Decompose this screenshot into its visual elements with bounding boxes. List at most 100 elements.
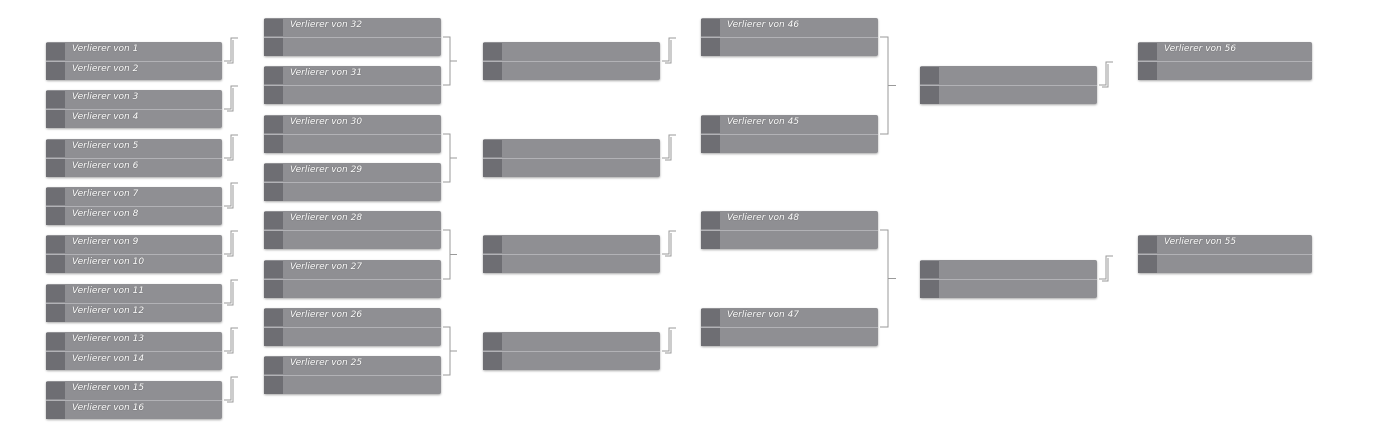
match-slot[interactable]: Verlierer von 56 [1138, 42, 1312, 61]
match-slot[interactable] [1138, 254, 1312, 274]
match-slot[interactable]: Verlierer von 6 [46, 158, 222, 178]
match-slot[interactable]: Verlierer von 26 [264, 308, 441, 327]
connector-line [1102, 258, 1109, 282]
match-slot[interactable]: Verlierer von 46 [701, 18, 878, 37]
match-slot[interactable]: Verlierer von 31 [264, 66, 441, 85]
match-box[interactable]: Verlierer von 29 [264, 163, 441, 201]
match-box[interactable] [483, 235, 660, 273]
match-slot[interactable]: Verlierer von 55 [1138, 235, 1312, 254]
match-box[interactable]: Verlierer von 55 [1138, 235, 1312, 273]
match-slot[interactable]: Verlierer von 13 [46, 332, 222, 351]
match-slot[interactable] [483, 235, 660, 254]
match-box[interactable]: Verlierer von 45 [701, 115, 878, 153]
match-slot[interactable] [483, 42, 660, 61]
match-box[interactable]: Verlierer von 48 [701, 211, 878, 249]
match-slot[interactable]: Verlierer von 28 [264, 211, 441, 230]
match-box[interactable]: Verlierer von 46 [701, 18, 878, 56]
match-slot[interactable] [1138, 61, 1312, 81]
team-name: Verlierer von 47 [727, 310, 800, 320]
match-slot[interactable] [483, 351, 660, 371]
team-name: Verlierer von 30 [290, 117, 363, 127]
match-slot[interactable] [701, 37, 878, 57]
match-slot[interactable]: Verlierer von 1 [46, 42, 222, 61]
match-slot[interactable]: Verlierer von 10 [46, 254, 222, 274]
match-slot[interactable]: Verlierer von 9 [46, 235, 222, 254]
match-box[interactable]: Verlierer von 56 [1138, 42, 1312, 80]
match-box[interactable] [920, 66, 1097, 104]
match-box[interactable] [483, 139, 660, 177]
match-slot[interactable]: Verlierer von 27 [264, 260, 441, 279]
match-slot[interactable]: Verlierer von 48 [701, 211, 878, 230]
match-slot[interactable]: Verlierer von 45 [701, 115, 878, 134]
connector-line [880, 36, 889, 135]
match-slot[interactable]: Verlierer von 15 [46, 381, 222, 400]
match-box[interactable]: Verlierer von 31 [264, 66, 441, 104]
match-slot[interactable] [264, 279, 441, 299]
match-slot[interactable] [264, 134, 441, 154]
match-slot[interactable] [264, 327, 441, 347]
match-slot[interactable]: Verlierer von 2 [46, 61, 222, 81]
match-slot[interactable]: Verlierer von 4 [46, 109, 222, 129]
seed-box [483, 62, 502, 80]
seed-box [264, 183, 283, 201]
match-slot[interactable] [483, 254, 660, 274]
match-box[interactable]: Verlierer von 32 [264, 18, 441, 56]
match-box[interactable]: Verlierer von 28 [264, 211, 441, 249]
match-slot[interactable] [264, 37, 441, 57]
match-slot[interactable] [264, 230, 441, 250]
match-box[interactable] [483, 42, 660, 80]
match-slot[interactable] [483, 139, 660, 158]
match-slot[interactable] [483, 61, 660, 81]
match-box[interactable]: Verlierer von 25 [264, 356, 441, 394]
match-slot[interactable] [264, 85, 441, 105]
match-slot[interactable] [264, 375, 441, 395]
seed-box [483, 352, 502, 370]
seed-box [46, 188, 65, 205]
connector-line [224, 376, 238, 401]
match-slot[interactable]: Verlierer von 30 [264, 115, 441, 134]
seed-box [264, 376, 283, 394]
match-box[interactable]: Verlierer von 27 [264, 260, 441, 298]
match-slot[interactable]: Verlierer von 3 [46, 90, 222, 109]
seed-box [264, 135, 283, 153]
match-slot[interactable]: Verlierer von 14 [46, 351, 222, 371]
seed-box [483, 236, 502, 253]
match-slot[interactable] [483, 332, 660, 351]
match-slot[interactable]: Verlierer von 11 [46, 284, 222, 303]
match-box[interactable]: Verlierer von 47 [701, 308, 878, 346]
team-name: Verlierer von 25 [290, 358, 363, 368]
match-slot[interactable]: Verlierer von 7 [46, 187, 222, 206]
match-slot[interactable] [701, 134, 878, 154]
match-slot[interactable]: Verlierer von 8 [46, 206, 222, 226]
match-box[interactable] [920, 260, 1097, 298]
match-slot[interactable]: Verlierer von 5 [46, 139, 222, 158]
match-slot[interactable]: Verlierer von 12 [46, 303, 222, 323]
match-slot[interactable] [920, 85, 1097, 105]
match-box[interactable]: Verlierer von 26 [264, 308, 441, 346]
match-slot[interactable]: Verlierer von 32 [264, 18, 441, 37]
match-slot[interactable]: Verlierer von 47 [701, 308, 878, 327]
match-slot[interactable] [920, 279, 1097, 299]
match-slot[interactable] [701, 327, 878, 347]
seed-box [920, 280, 939, 298]
match-slot[interactable] [264, 182, 441, 202]
match-box[interactable]: Verlierer von 30 [264, 115, 441, 153]
match-slot[interactable] [920, 260, 1097, 279]
match-slot[interactable]: Verlierer von 29 [264, 163, 441, 182]
match-slot[interactable]: Verlierer von 25 [264, 356, 441, 375]
match-slot[interactable] [483, 158, 660, 178]
match-slot[interactable]: Verlierer von 16 [46, 400, 222, 420]
match-slot[interactable] [701, 230, 878, 250]
match-box[interactable] [483, 332, 660, 370]
match-slot[interactable] [920, 66, 1097, 85]
seed-box [483, 43, 502, 60]
